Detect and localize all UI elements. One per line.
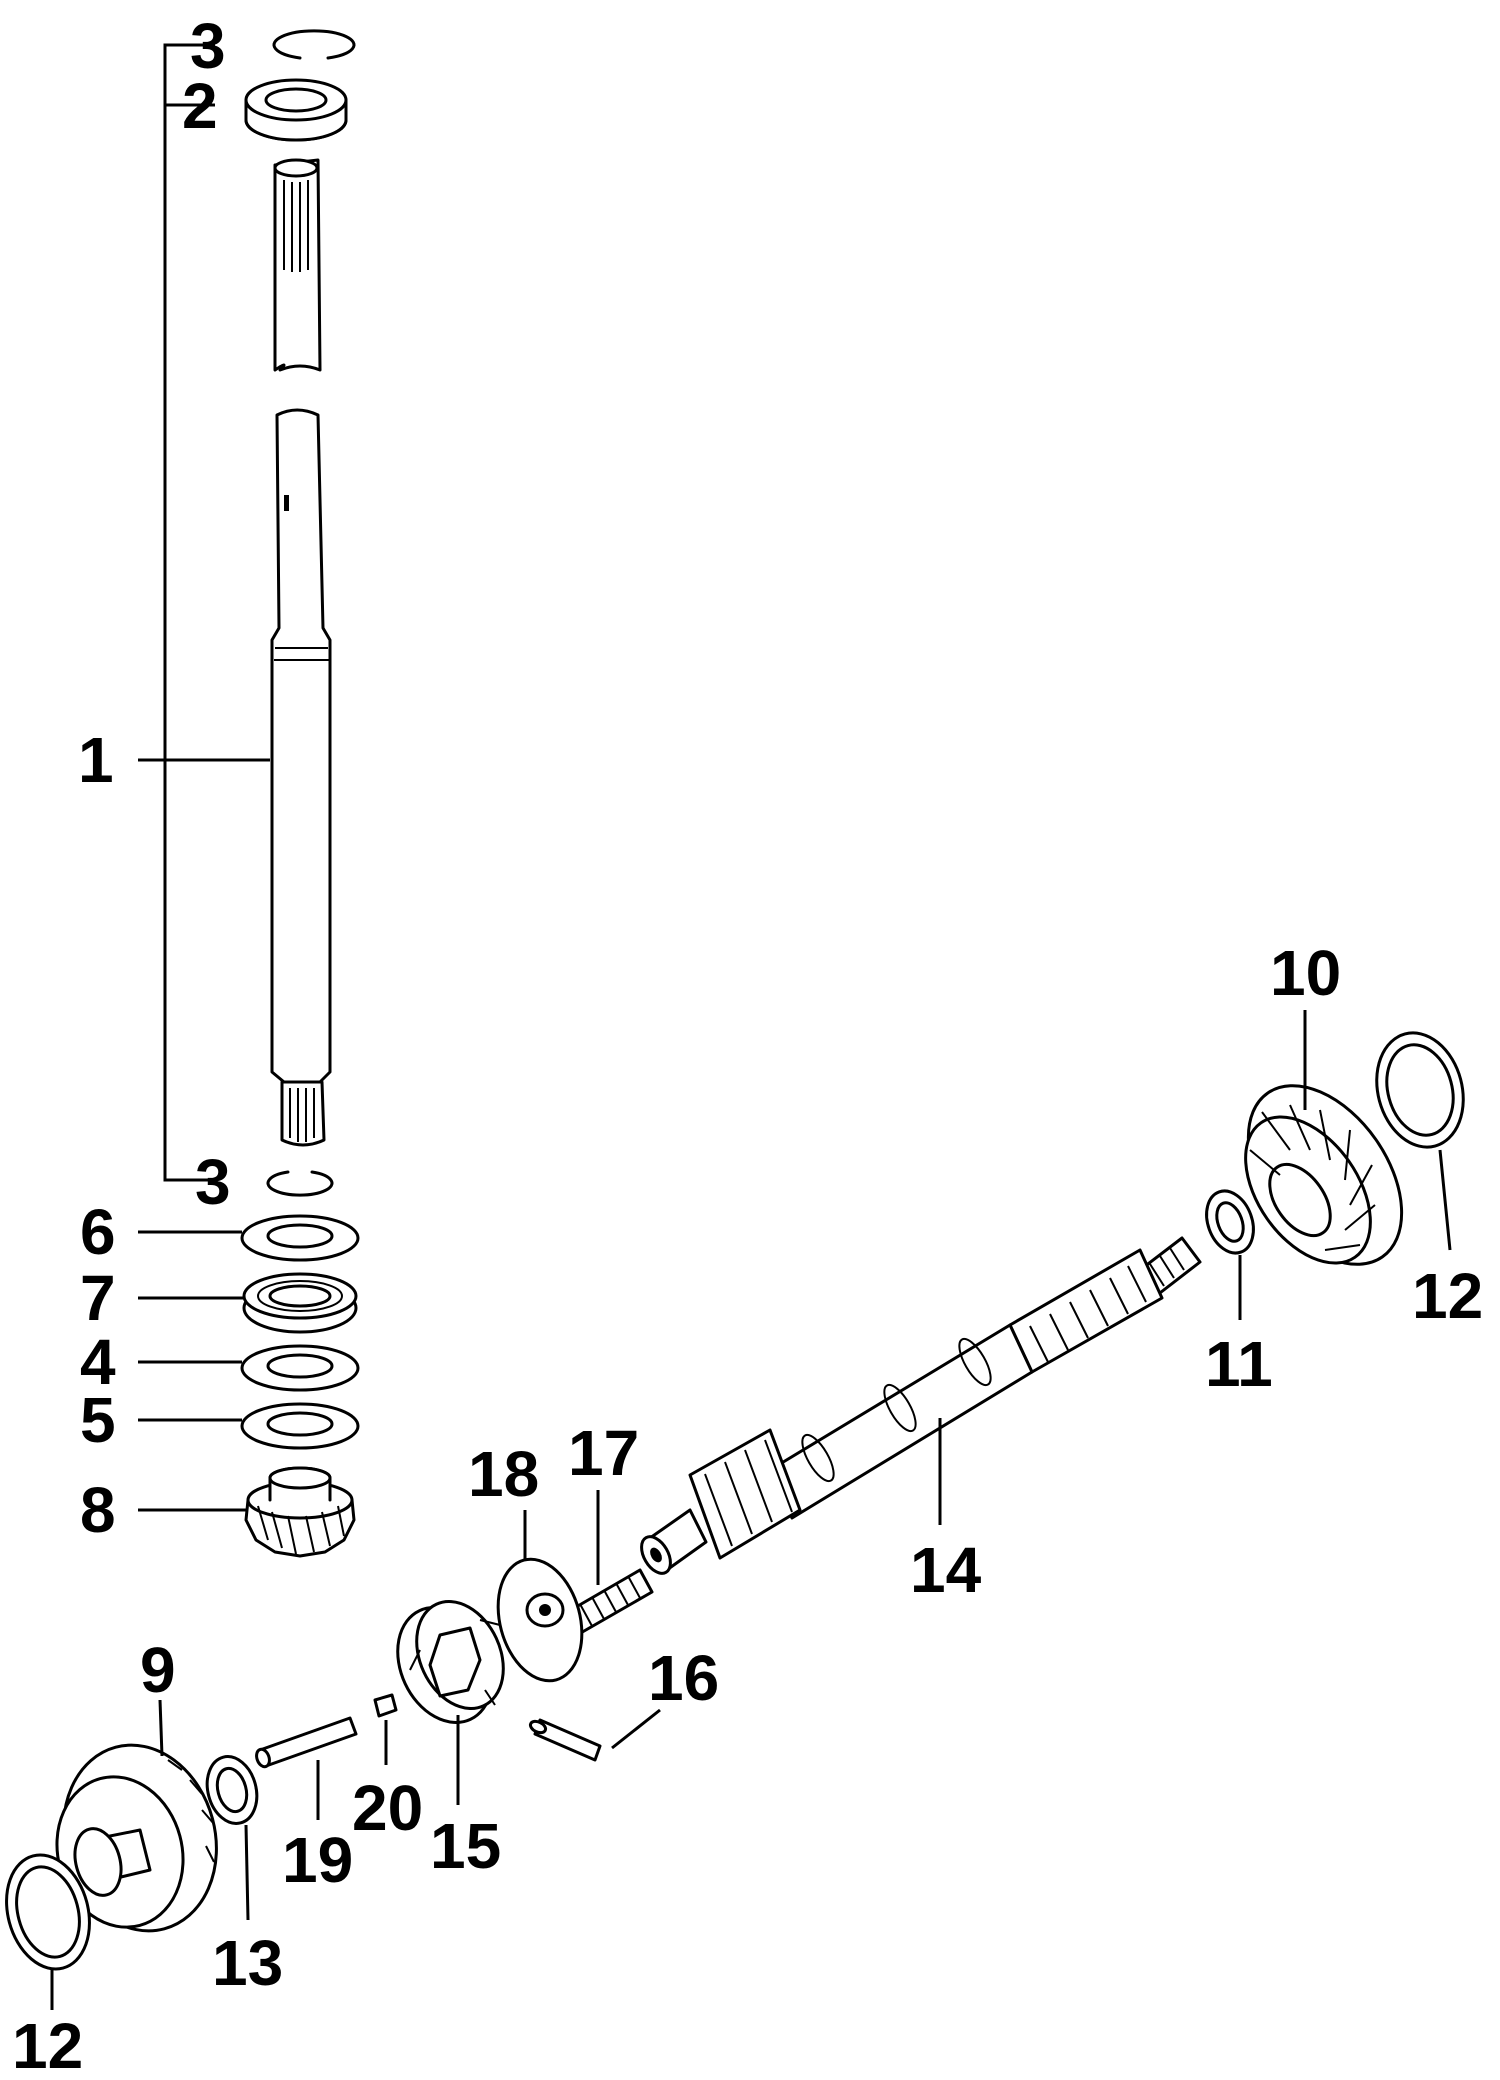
- clutch-part-15: [396, 1600, 505, 1724]
- bearing-part-2: [244, 78, 348, 142]
- label-18: 18: [468, 1438, 539, 1510]
- washer-part-11: [1205, 1189, 1255, 1255]
- washer-part-6: [240, 1214, 360, 1262]
- label-3-bottom: 3: [195, 1146, 231, 1218]
- label-7: 7: [80, 1262, 116, 1334]
- washer-part-12-right: [1375, 1031, 1465, 1149]
- washer-part-13: [205, 1755, 259, 1825]
- reverse-gear-part-9: [55, 1743, 218, 1933]
- driveshaft-part-1: [270, 158, 332, 1147]
- label-13: 13: [212, 1927, 283, 1999]
- pin-part-20: [373, 1693, 398, 1718]
- pin-part-16: [528, 1718, 602, 1762]
- washer-part-5: [240, 1402, 360, 1450]
- washer-part-4: [240, 1344, 360, 1392]
- label-12-right: 12: [1412, 1260, 1483, 1332]
- label-19: 19: [282, 1824, 353, 1896]
- propeller-shaft-part-14: [640, 1236, 1202, 1575]
- pinion-gear-part-8: [244, 1466, 356, 1558]
- label-5: 5: [80, 1384, 116, 1456]
- label-14: 14: [910, 1534, 982, 1606]
- snap-ring-top: [272, 29, 356, 60]
- label-16: 16: [648, 1642, 719, 1714]
- washer-part-12-left: [5, 1853, 91, 1971]
- label-17: 17: [568, 1417, 639, 1489]
- snap-ring-bottom: [266, 1170, 334, 1197]
- label-20: 20: [352, 1772, 423, 1844]
- label-11: 11: [1205, 1328, 1273, 1400]
- label-15: 15: [430, 1810, 501, 1882]
- label-8: 8: [80, 1474, 116, 1546]
- rod-part-19: [255, 1716, 358, 1769]
- label-3-top: 3: [190, 10, 226, 82]
- label-4: 4: [80, 1326, 116, 1398]
- label-6: 6: [80, 1196, 116, 1268]
- forward-gear-part-10: [1244, 1084, 1404, 1266]
- label-10: 10: [1270, 937, 1341, 1009]
- label-1: 1: [78, 724, 114, 796]
- label-9: 9: [140, 1634, 176, 1706]
- ring-part-18: [496, 1557, 584, 1683]
- label-12-left: 12: [12, 2010, 83, 2080]
- label-2: 2: [182, 70, 218, 142]
- thrust-bearing-part-7: [242, 1272, 358, 1334]
